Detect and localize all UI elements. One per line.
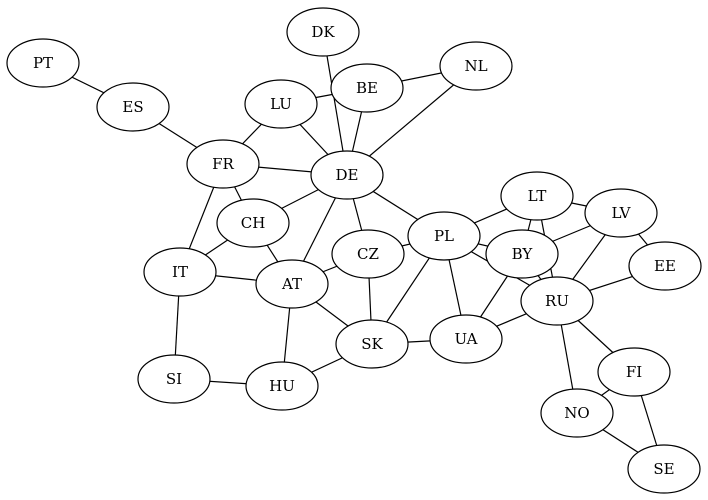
node-ellipse [520,276,594,326]
node-ru: RU [520,276,594,326]
node-hu: HU [245,361,319,411]
node-nl: NL [439,41,513,91]
node-ellipse [96,82,170,132]
node-label: UA [454,330,477,348]
node-label: LU [270,95,292,113]
node-ellipse [330,63,404,113]
node-label: NL [464,57,487,75]
node-label: EE [654,257,676,275]
node-at: AT [255,259,329,309]
node-label: DK [311,23,335,41]
node-label: IT [172,263,188,281]
node-label: RU [545,292,569,310]
node-ellipse [584,188,658,238]
node-fr: FR [186,139,260,189]
node-si: SI [137,354,211,404]
node-ch: CH [216,198,290,248]
node-label: SK [361,335,383,353]
node-ellipse [407,211,481,261]
node-pl: PL [407,211,481,261]
node-ellipse [244,79,318,129]
node-label: AT [281,275,302,293]
node-be: BE [330,63,404,113]
node-label: PT [33,54,53,72]
node-ellipse [627,444,701,494]
node-label: DE [336,166,359,184]
node-ellipse [439,41,513,91]
node-ellipse [540,388,614,438]
node-label: SE [653,460,674,478]
node-de: DE [310,150,384,200]
node-ellipse [6,38,80,88]
node-ellipse [216,198,290,248]
node-label: FI [626,363,642,381]
node-no: NO [540,388,614,438]
node-ellipse [331,229,405,279]
node-by: BY [485,229,559,279]
node-lv: LV [584,188,658,238]
node-ellipse [335,319,409,369]
node-label: NO [564,404,589,422]
node-ellipse [143,247,217,297]
node-label: LT [528,187,547,205]
node-pt: PT [6,38,80,88]
node-label: PL [434,227,454,245]
node-dk: DK [286,7,360,57]
node-ellipse [245,361,319,411]
node-ellipse [500,171,574,221]
node-lt: LT [500,171,574,221]
node-se: SE [627,444,701,494]
node-ellipse [186,139,260,189]
node-ellipse [597,347,671,397]
node-label: FR [212,155,234,173]
node-fi: FI [597,347,671,397]
node-ellipse [429,314,503,364]
node-cz: CZ [331,229,405,279]
node-label: CZ [357,245,379,263]
node-label: ES [122,98,143,116]
node-label: LV [611,204,631,222]
node-lu: LU [244,79,318,129]
node-ellipse [310,150,384,200]
node-ellipse [255,259,329,309]
node-label: HU [269,377,295,395]
node-label: SI [166,370,182,388]
node-es: ES [96,82,170,132]
node-ua: UA [429,314,503,364]
node-ellipse [628,241,702,291]
node-label: BE [356,79,378,97]
node-it: IT [143,247,217,297]
nodes-layer: PT ES DK LU BE NL FR DE CH LT LV PL BY CZ IT AT EE RU SK UA… [6,7,702,494]
node-label: CH [241,214,266,232]
node-ellipse [485,229,559,279]
node-sk: SK [335,319,409,369]
node-ellipse [286,7,360,57]
node-ee: EE [628,241,702,291]
node-label: BY [512,245,534,263]
node-ellipse [137,354,211,404]
